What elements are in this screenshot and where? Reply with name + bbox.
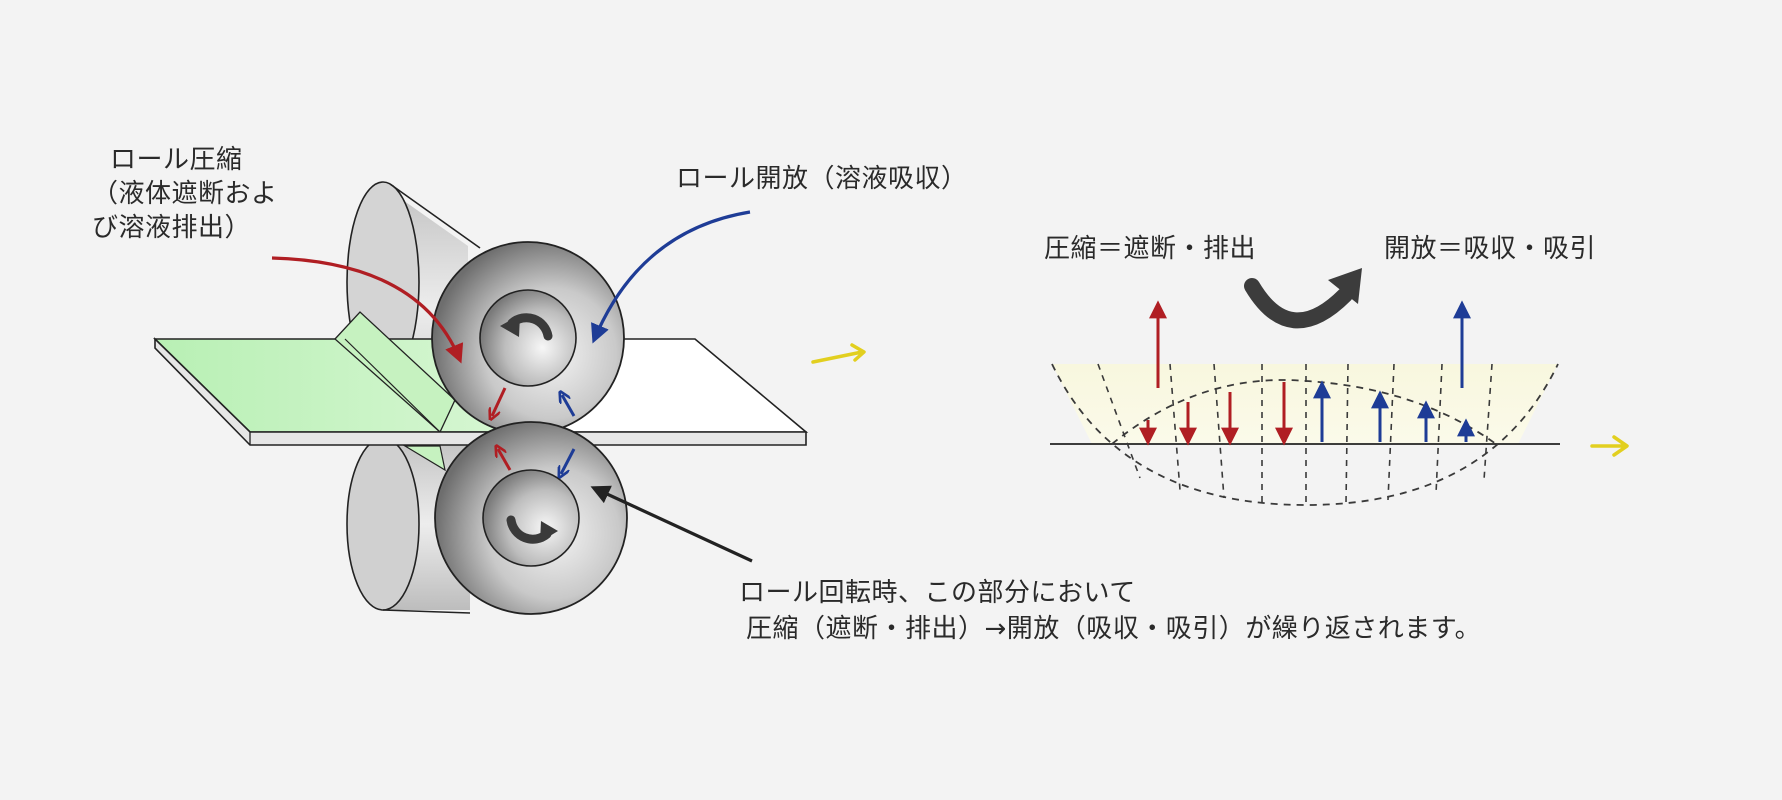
- roller-assembly: [153, 181, 866, 615]
- roll-rotation-label-line2: 圧縮（遮断・排出）→開放（吸収・吸引）が繰り返されます。: [746, 614, 1482, 644]
- radial-guide-lines: [1097, 363, 1493, 505]
- open-equation-label: 開放＝吸収・吸引: [1384, 234, 1597, 264]
- roller-rotate-cw-icon: [506, 515, 558, 544]
- compress-equation-label: 圧縮＝遮断・排出: [1044, 234, 1257, 264]
- upper-blue-up-arrow: [562, 395, 576, 417]
- upper-roller-face: [431, 241, 625, 435]
- lower-red-up-arrow: [498, 449, 512, 471]
- lower-roller-face: [434, 421, 628, 615]
- lower-blue-down-arrow: [561, 448, 576, 474]
- nip-cross-section-schematic: [1050, 268, 1629, 506]
- roller-rotate-ccw-icon: [500, 313, 553, 341]
- suction-arrows: [1313, 380, 1475, 442]
- open-pointer-arrow: [591, 210, 751, 344]
- upper-red-down-arrow: [492, 387, 507, 416]
- roll-compress-label-line2: （液体遮断およ: [92, 179, 278, 209]
- absorption-zone: [1052, 364, 1558, 444]
- roll-compress-label-line3: び溶液排出）: [92, 213, 252, 243]
- rotation-pointer-arrow: [590, 485, 753, 563]
- flow-direction-arrow-icon: [811, 343, 866, 364]
- nip-flow-arrows: [492, 387, 576, 474]
- roll-rotation-label-line1: ロール回転時、この部分において: [739, 578, 1136, 608]
- curved-transition-arrow-icon: [1244, 268, 1362, 329]
- flow-direction-arrow-icon: [1590, 435, 1629, 457]
- compress-pointer-arrow: [271, 256, 464, 364]
- roll-compress-label-line1: ロール圧縮: [110, 145, 243, 175]
- roll-open-label: ロール開放（溶液吸収）: [676, 164, 968, 194]
- compression-arrows: [1139, 382, 1293, 446]
